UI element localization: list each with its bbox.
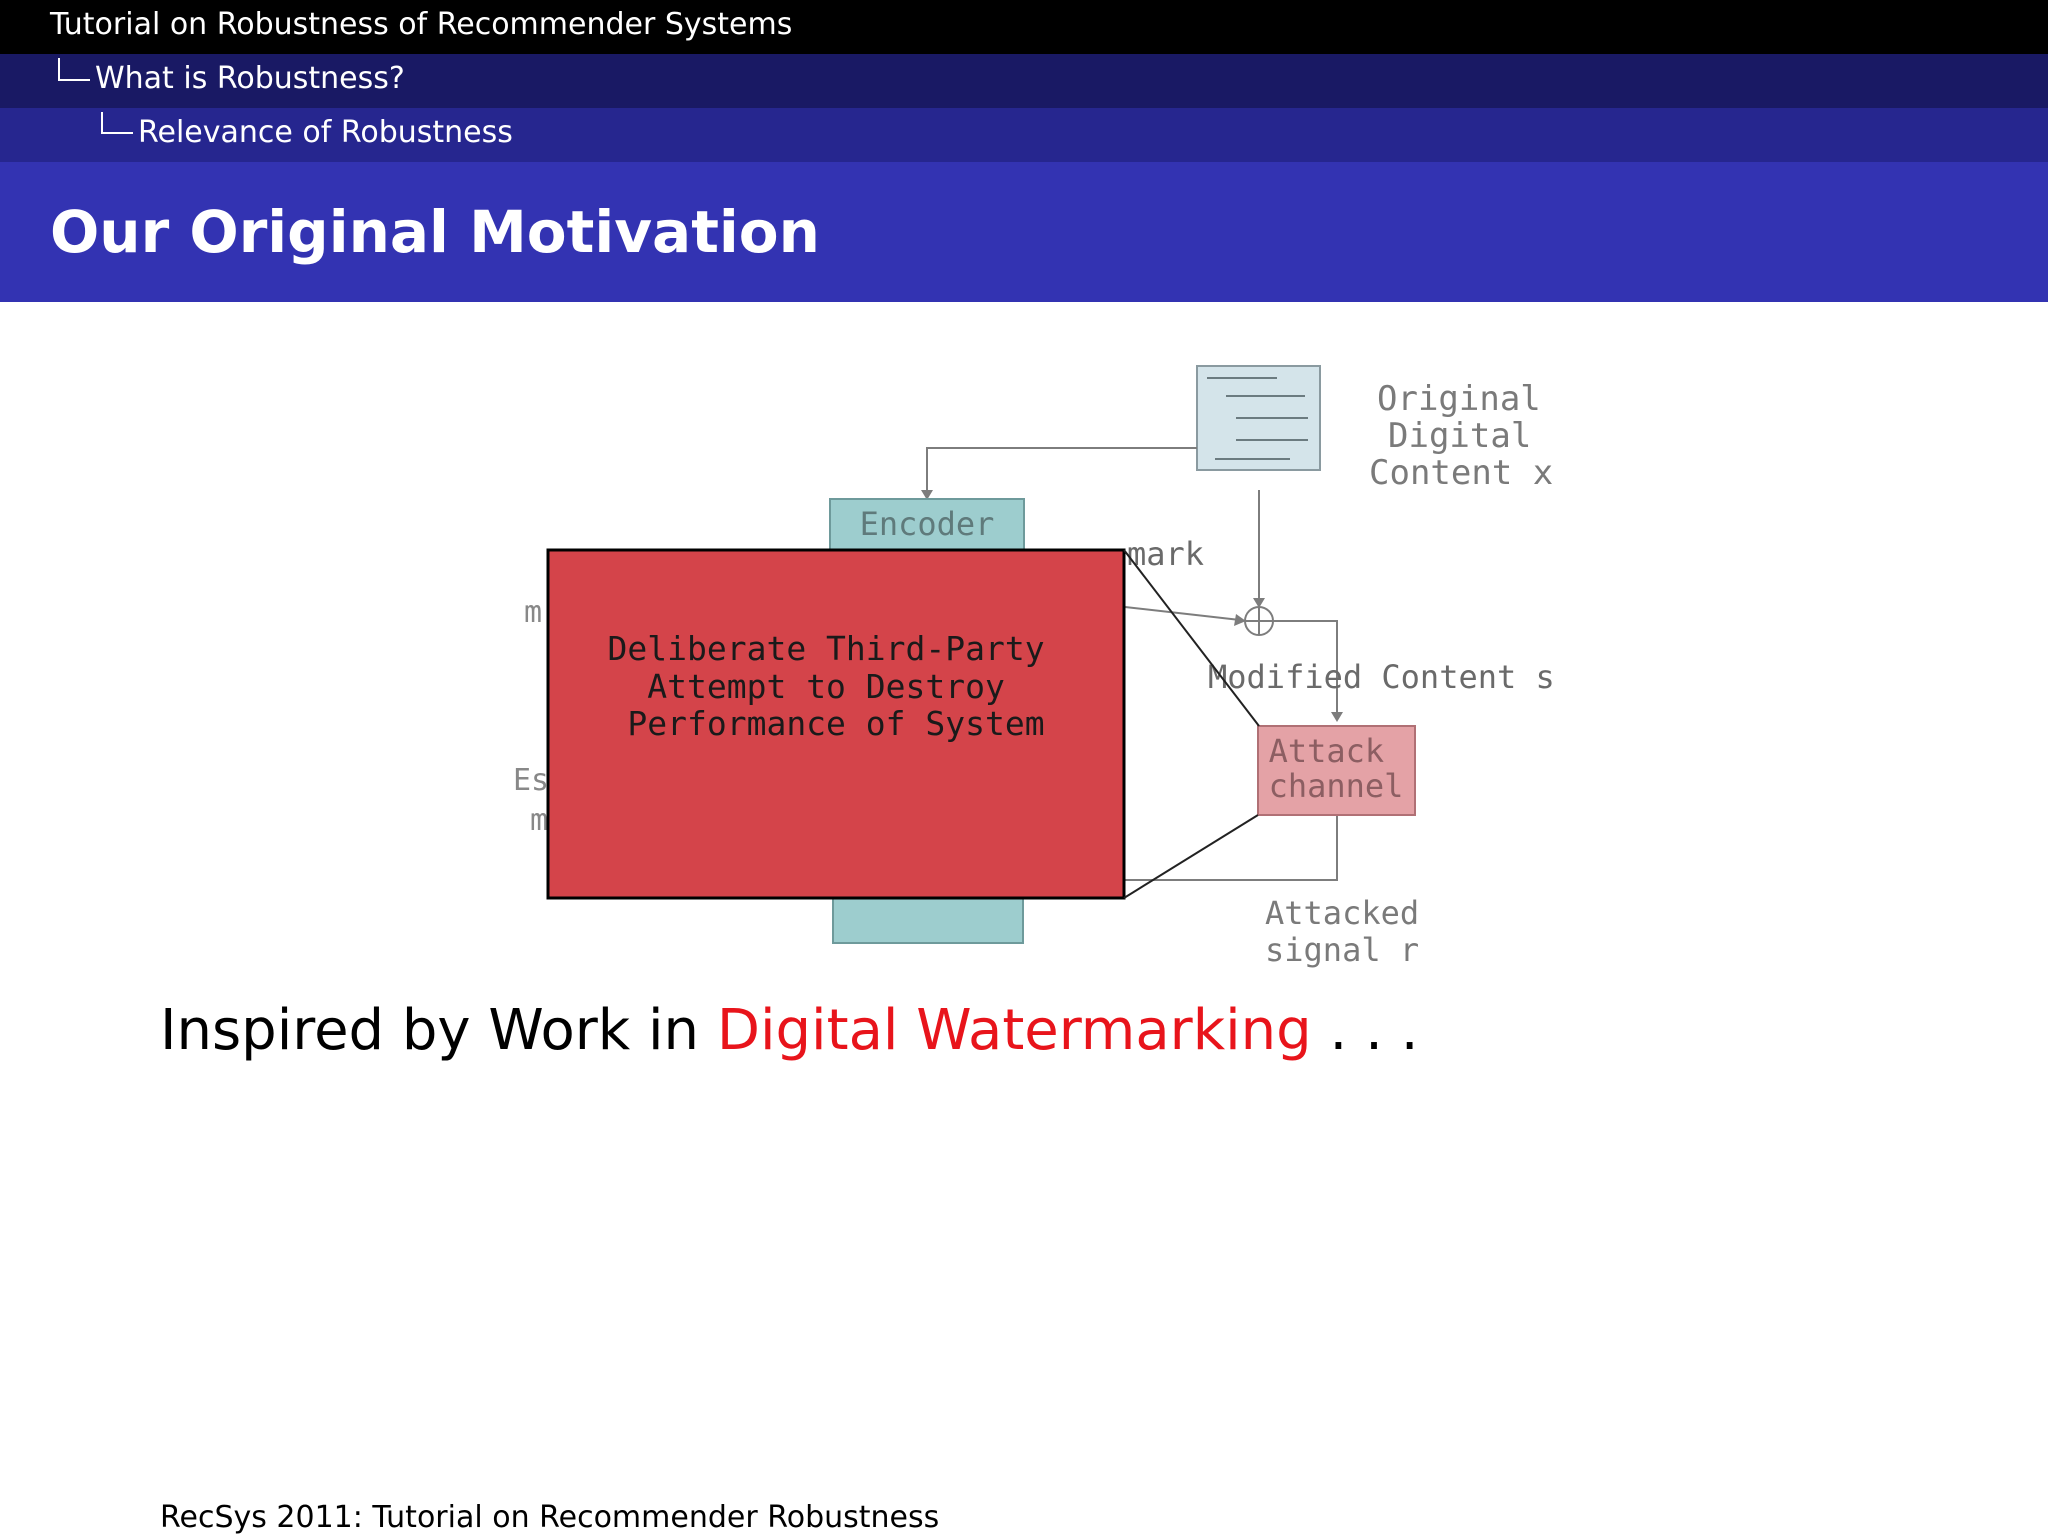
document-lines [1207,377,1308,460]
encoder-label: Encoder [860,505,995,543]
attack-channel-label: Attack channel [1269,732,1404,805]
header-course-bar: Tutorial on Robustness of Recommender Sy… [0,0,2048,54]
attack-channel-box [1257,725,1416,816]
header-tree-connectors [58,58,133,134]
caption-prefix: Inspired by Work in [160,998,717,1063]
slide-caption: Inspired by Work in Digital Watermarking… [160,996,1419,1066]
encoder-box [829,498,1025,552]
attack-overlay-box [546,548,1126,900]
frame-title: Our Original Motivation [50,198,820,266]
attack-overlay-label: Deliberate Third-Party Attempt to Destro… [608,629,1065,743]
watermark-label: mark [1127,535,1204,573]
caption-highlight: Digital Watermarking [716,998,1312,1063]
modified-content-label: Modified Content s [1208,658,1555,696]
header-subsection-bar: Relevance of Robustness [0,108,2048,162]
original-content-label: Original Digital Content x [1369,379,1561,493]
overlay-callout-line [1123,814,1259,899]
header-subsection-title[interactable]: Relevance of Robustness [138,115,513,150]
caption-suffix: . . . [1311,998,1419,1063]
attacked-signal-label: Attacked signal r [1265,894,1438,969]
overlay-callout-line [1123,549,1260,727]
header-section-title[interactable]: What is Robustness? [95,61,405,96]
watermark-diagram: Original Digital Content x Encoder mark … [513,365,1561,969]
header-course-title[interactable]: Tutorial on Robustness of Recommender Sy… [50,7,793,42]
header-section-bar: What is Robustness? [0,54,2048,108]
diagram-connectors [926,447,1338,881]
frame-title-bar: Our Original Motivation [0,162,2048,302]
left-fragments: m Es m [513,595,567,838]
arrowheads [921,490,1343,722]
slide-footer: RecSys 2011: Tutorial on Recommender Rob… [160,1500,940,1535]
